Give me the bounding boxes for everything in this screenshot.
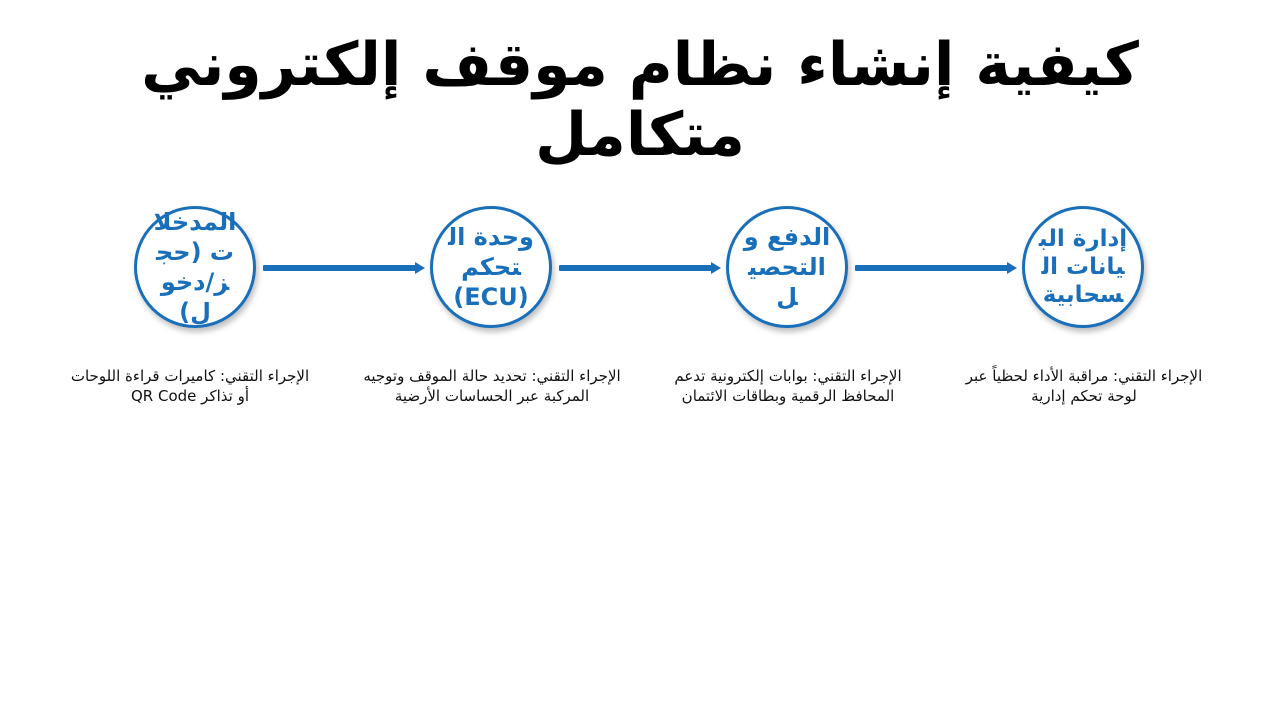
- step-description-payment: الإجراء التقني: بوابات إلكترونية تدعم ال…: [674, 367, 902, 405]
- step-node-payment: الدفع والتحصيل: [726, 206, 848, 328]
- arrow-head-icon: [415, 262, 425, 274]
- step-description-cloud-data: الإجراء التقني: مراقبة الأداء لحظياً عبر…: [965, 367, 1203, 405]
- step-node-ecu: وحدة التحكم (ECU): [430, 206, 552, 328]
- step-node-cloud-data: إدارة البيانات السحابية: [1022, 206, 1144, 328]
- arrow-head-icon: [711, 262, 721, 274]
- step-label-inputs: المدخلات (حجز/دخول): [153, 208, 237, 326]
- step-description-inputs: الإجراء التقني: كاميرات قراءة اللوحات أو…: [70, 367, 310, 405]
- flow-arrow-3: [855, 262, 1017, 274]
- slide-title: كيفية إنشاء نظام موقف إلكتروني متكامل: [141, 30, 1139, 170]
- step-node-inputs: المدخلات (حجز/دخول): [134, 206, 256, 328]
- arrow-head-icon: [1007, 262, 1017, 274]
- step-label-ecu: وحدة التحكم (ECU): [448, 223, 534, 311]
- flow-arrow-1: [263, 262, 425, 274]
- step-label-payment: الدفع والتحصيل: [743, 223, 831, 311]
- flow-arrow-2: [559, 262, 721, 274]
- step-label-cloud-data: إدارة البيانات السحابية: [1038, 226, 1128, 308]
- step-description-ecu: الإجراء التقني: تحديد حالة الموقف وتوجيه…: [363, 367, 621, 405]
